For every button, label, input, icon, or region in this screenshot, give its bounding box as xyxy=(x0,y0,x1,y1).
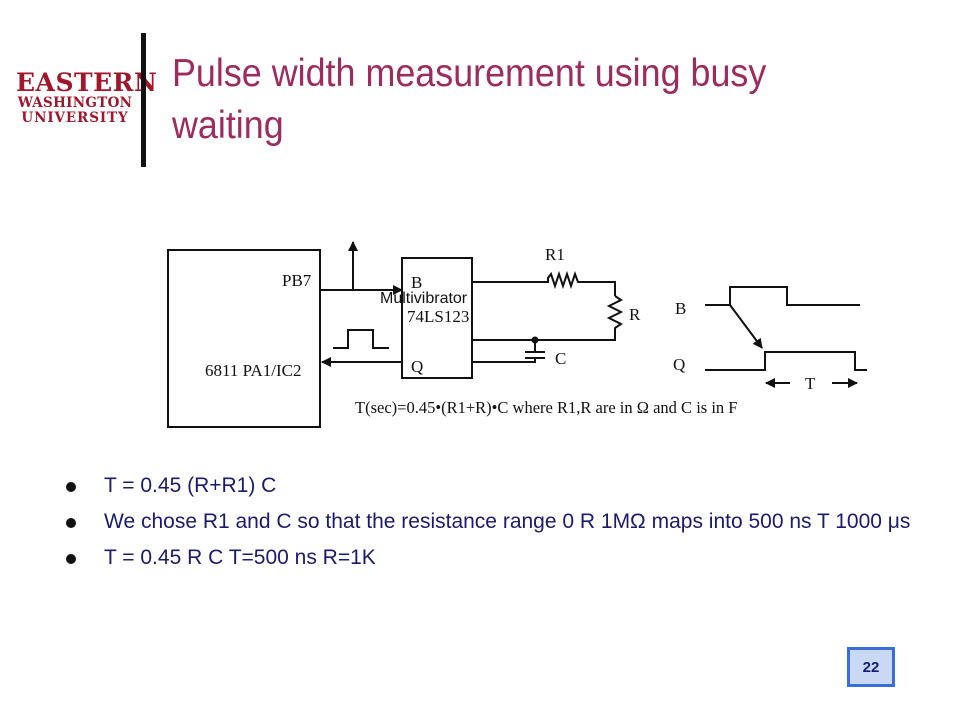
bullet-text: We chose R1 and C so that the resistance… xyxy=(104,510,911,533)
bullet-dot-icon xyxy=(66,482,76,492)
cap-junction-dot xyxy=(531,336,539,344)
chip-box xyxy=(401,257,473,379)
title-divider xyxy=(141,33,146,167)
logo-line-2: WASHINGTON xyxy=(17,95,133,111)
cap-bottom-wire xyxy=(472,358,536,363)
waveform-b xyxy=(705,286,860,306)
bullet-item: T = 0.45 R C T=500 ns R=1K xyxy=(62,544,912,572)
r1-label: R1 xyxy=(545,245,565,264)
circuit-diagram: PB7 6811 PA1/IC2 B 74LS123 Q R1 R C B Q … xyxy=(167,241,867,428)
waveform-q xyxy=(705,351,867,371)
pulse-symbol xyxy=(333,329,389,349)
bullet-dot-icon xyxy=(66,554,76,564)
logo-line-3: UNIVERSITY xyxy=(21,109,129,126)
pb7-label: PB7 xyxy=(282,271,312,290)
university-logo: EASTERN WASHINGTON UNIVERSITY xyxy=(16,68,158,126)
formula-label: T(sec)=0.45•(R1+R)•C where R1,R are in Ω… xyxy=(355,398,737,417)
chip-q-label: Q xyxy=(411,357,423,376)
mcu-label: 6811 PA1/IC2 xyxy=(205,361,302,380)
c-label: C xyxy=(555,349,566,368)
mcu-box xyxy=(167,249,321,428)
bullet-list: T = 0.45 (R+R1) C We chose R1 and C so t… xyxy=(62,472,912,580)
r-resistor xyxy=(535,295,624,341)
bullet-item: We chose R1 and C so that the resistance… xyxy=(62,508,912,536)
t-label: T xyxy=(805,374,816,393)
chip-label: 74LS123 xyxy=(407,307,469,326)
r-label: R xyxy=(629,305,641,324)
causal-arrow xyxy=(729,304,763,349)
page-number-badge: 22 xyxy=(847,647,895,687)
chip-b-label: B xyxy=(411,273,422,292)
bullet-dot-icon xyxy=(66,518,76,528)
bullet-item: T = 0.45 (R+R1) C xyxy=(62,472,912,500)
multivibrator-label: Multivibrator xyxy=(380,290,468,307)
bullet-text: T = 0.45 R C T=500 ns R=1K xyxy=(104,546,376,569)
bullet-text: T = 0.45 (R+R1) C xyxy=(104,474,277,497)
slide-title: Pulse width measurement using busy waiti… xyxy=(172,52,767,147)
logo-line-1: EASTERN xyxy=(16,68,158,97)
wave-q-label: Q xyxy=(673,355,685,374)
wave-b-label: B xyxy=(675,299,686,318)
r1-wire xyxy=(472,270,616,296)
